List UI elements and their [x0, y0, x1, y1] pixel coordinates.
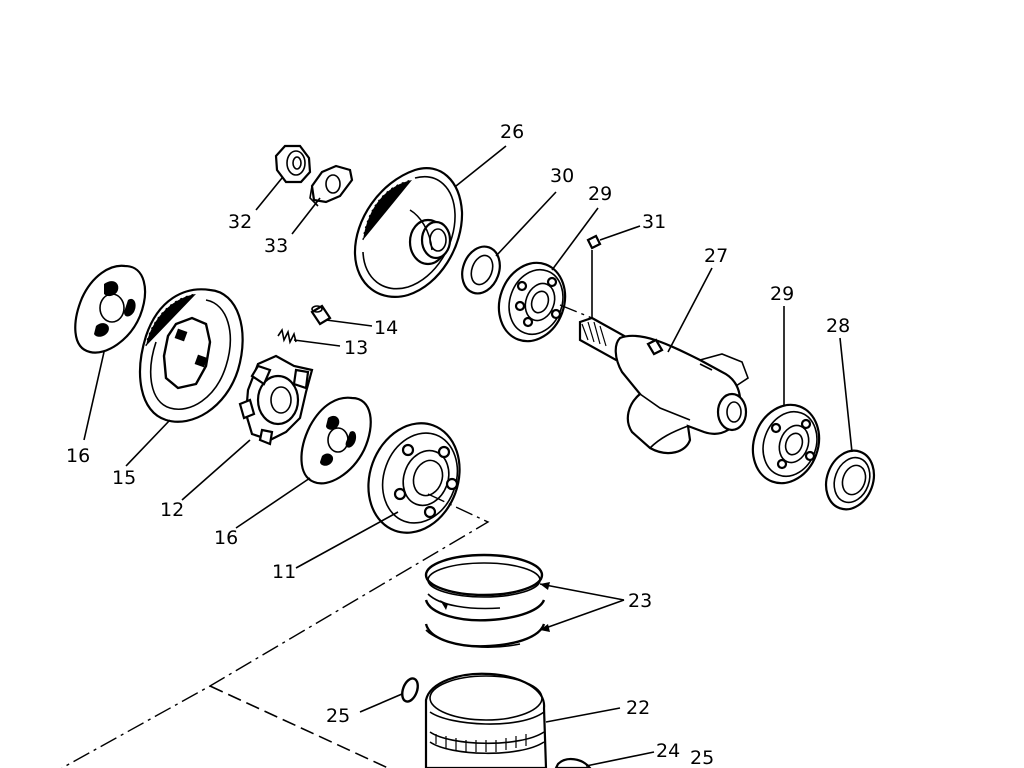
label-24: 24 — [656, 740, 680, 762]
part-11-crank-bearing — [367, 422, 461, 534]
label-25-left: 25 — [326, 705, 350, 727]
part-28-seal — [824, 449, 876, 511]
part-33-lock-washer — [309, 164, 354, 207]
part-29-bearing-upper — [497, 261, 567, 343]
label-12: 12 — [160, 499, 184, 521]
part-16-plate-upper — [74, 264, 147, 354]
part-13-spring — [277, 327, 297, 345]
part-23-piston-rings — [424, 553, 546, 648]
part-27-balancer-shaft — [578, 316, 749, 455]
label-31: 31 — [642, 211, 666, 233]
label-29-lower: 29 — [770, 283, 794, 305]
label-33: 33 — [264, 235, 288, 257]
label-11: 11 — [272, 561, 296, 583]
label-14: 14 — [374, 317, 398, 339]
label-16-lower: 16 — [214, 527, 238, 549]
part-30-washer — [461, 245, 501, 295]
label-32: 32 — [228, 211, 252, 233]
part-31-woodruff-key — [586, 234, 602, 318]
label-27: 27 — [704, 245, 728, 267]
leader-lines — [83, 145, 853, 767]
part-labels: 26 30 29 31 27 32 33 14 13 29 28 16 15 1… — [66, 121, 850, 768]
label-23: 23 — [628, 590, 652, 612]
label-13: 13 — [344, 337, 368, 359]
part-29-bearing-lower — [751, 403, 821, 485]
label-29-upper: 29 — [588, 183, 612, 205]
part-25-circlip — [401, 677, 419, 703]
part-26-driven-gear — [353, 167, 464, 298]
label-26: 26 — [500, 121, 524, 143]
part-16-plate-lower — [300, 396, 372, 485]
label-30: 30 — [550, 165, 574, 187]
part-12-damper-hub — [238, 354, 314, 446]
part-24-piston-pin — [554, 758, 592, 768]
axis-lines — [61, 304, 593, 768]
label-28: 28 — [826, 315, 850, 337]
part-22-piston — [424, 672, 548, 768]
label-15: 15 — [112, 467, 136, 489]
part-15-drive-gear — [139, 288, 244, 423]
label-25-right: 25 — [690, 747, 714, 768]
part-14-pin — [310, 304, 332, 326]
label-22: 22 — [626, 697, 650, 719]
label-16-upper: 16 — [66, 445, 90, 467]
part-32-nut — [274, 144, 312, 184]
